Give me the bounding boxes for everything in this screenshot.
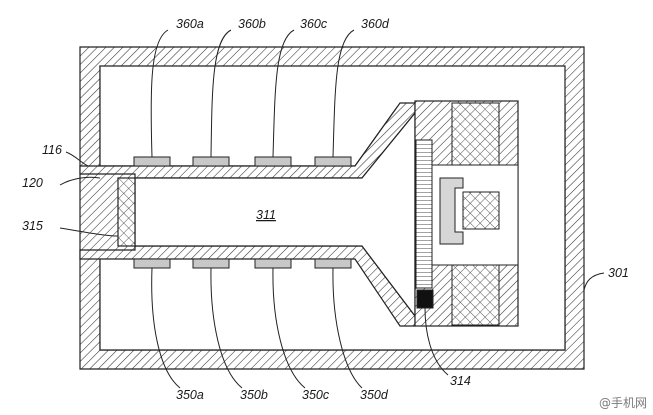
label-314: 314 bbox=[450, 374, 471, 388]
sensor-350a bbox=[133, 258, 171, 269]
label-350d: 350d bbox=[360, 388, 389, 402]
label-311: 311 bbox=[256, 208, 276, 222]
label-120: 120 bbox=[22, 176, 43, 190]
label-350b: 350b bbox=[240, 388, 268, 402]
label-360c: 360c bbox=[300, 17, 328, 31]
magnet-lower bbox=[451, 264, 500, 326]
sensor-360b bbox=[192, 156, 230, 167]
sensor-360a bbox=[133, 156, 171, 167]
sensor-350b bbox=[192, 258, 230, 269]
sensor-350c bbox=[254, 258, 292, 269]
label-350a: 350a bbox=[176, 388, 204, 402]
magnet-upper bbox=[451, 102, 500, 166]
label-301: 301 bbox=[608, 266, 629, 280]
label-360b: 360b bbox=[238, 17, 266, 31]
sensor-350d bbox=[314, 258, 352, 269]
leader-lines bbox=[59, 29, 605, 389]
label-315: 315 bbox=[22, 219, 43, 233]
label-350c: 350c bbox=[302, 388, 330, 402]
window-315 bbox=[117, 177, 136, 247]
pole-piece bbox=[439, 177, 464, 245]
watermark-text: @手机网 bbox=[598, 396, 647, 410]
sensor-360d bbox=[314, 156, 352, 167]
label-360d: 360d bbox=[361, 17, 390, 31]
diaphragm bbox=[415, 139, 433, 289]
label-116: 116 bbox=[42, 143, 62, 157]
sensor-314 bbox=[416, 289, 434, 309]
label-360a: 360a bbox=[176, 17, 204, 31]
core bbox=[462, 191, 500, 230]
sensor-360c bbox=[254, 156, 292, 167]
